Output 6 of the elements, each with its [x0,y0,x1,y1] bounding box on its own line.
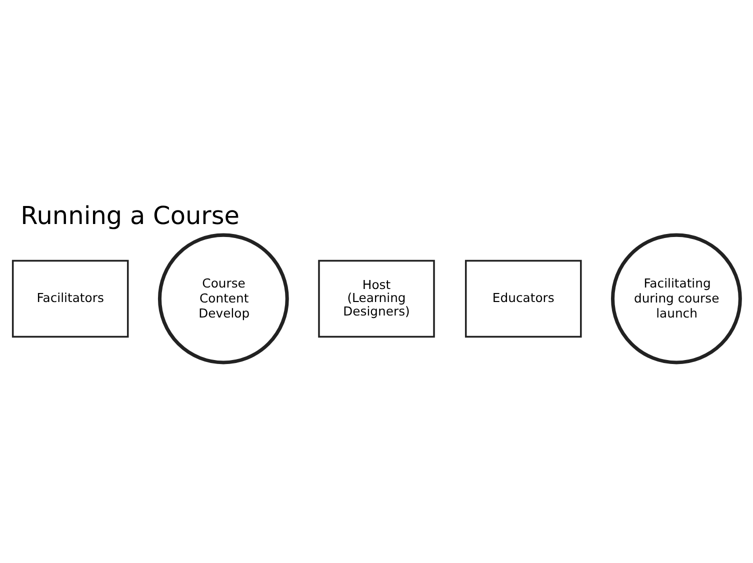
node-circle: Facilitating during course launch [610,233,742,364]
node-box: Educators [464,260,582,338]
diagram-title: Running a Course [20,200,240,230]
node-box: Facilitators [12,260,129,338]
node-box: Host (Learning Designers) [318,260,435,338]
node-circle: Course Content Develop [158,233,289,364]
